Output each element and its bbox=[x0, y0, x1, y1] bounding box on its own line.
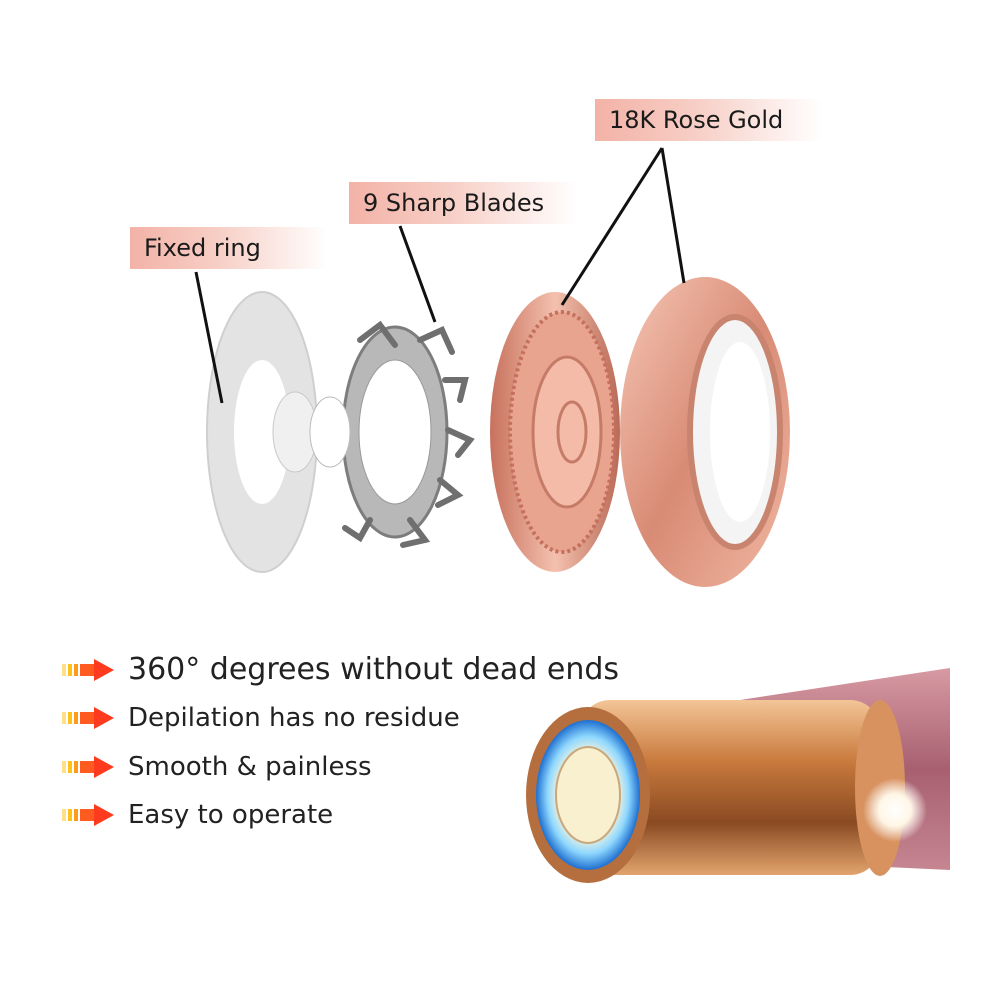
feature-item: Easy to operate bbox=[62, 800, 333, 830]
fixed-ring-part bbox=[206, 291, 318, 573]
fixed-ring-label: Fixed ring bbox=[130, 227, 328, 269]
rose-gold-label: 18K Rose Gold bbox=[595, 99, 823, 141]
arrow-right-icon bbox=[62, 756, 114, 778]
feature-item: Depilation has no residue bbox=[62, 703, 460, 733]
feature-text: Smooth & painless bbox=[128, 752, 372, 782]
callout-lines bbox=[194, 147, 686, 404]
sharp-blades-label: 9 Sharp Blades bbox=[349, 182, 577, 224]
feature-item: Smooth & painless bbox=[62, 752, 372, 782]
feature-text: 360° degrees without dead ends bbox=[128, 652, 620, 687]
feature-item: 360° degrees without dead ends bbox=[62, 652, 619, 687]
rose-gold-ring-part bbox=[620, 277, 790, 587]
shaver-closeup-image bbox=[526, 668, 950, 883]
feature-text: Easy to operate bbox=[128, 800, 334, 830]
blade-head-part bbox=[490, 292, 620, 572]
arrow-right-icon bbox=[62, 804, 114, 826]
arrow-right-icon bbox=[62, 658, 114, 681]
feature-text: Depilation has no residue bbox=[128, 703, 460, 733]
arrow-right-icon bbox=[62, 707, 114, 729]
blade-carrier-part bbox=[309, 320, 475, 548]
